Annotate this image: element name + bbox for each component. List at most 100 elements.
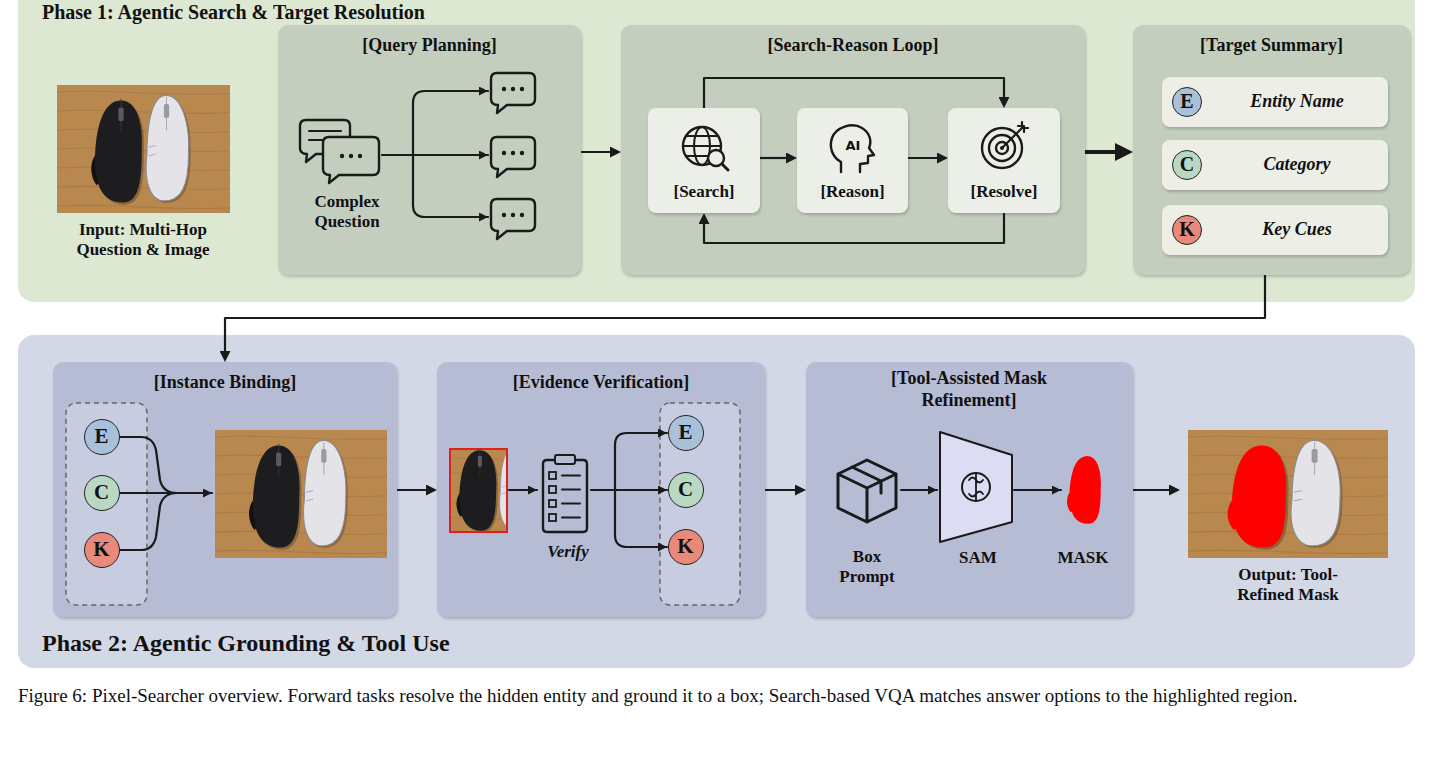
icon-part: [479, 449, 480, 475]
box-title: [Target Summary]: [1200, 35, 1343, 57]
icon-part: [121, 99, 122, 132]
text-slot: Output: Tool-Refined Mask: [1213, 565, 1363, 606]
mouse-photo: [1067, 456, 1101, 524]
icon-part: [1188, 474, 1388, 477]
text-slot: Phase 1: Agentic Search & Target Resolut…: [42, 0, 942, 24]
icon-part: [511, 213, 515, 217]
text-slot: [Resolve]: [948, 182, 1060, 202]
icon-part: [149, 97, 167, 156]
panel-heading: Phase 2: Agentic Grounding & Tool Use: [42, 629, 450, 658]
flow-arrow: [704, 78, 1004, 108]
letter-badge: E: [669, 416, 702, 449]
text-slot: [Evidence Verification]: [437, 372, 765, 394]
mouse-photo: [1178, 421, 1398, 566]
icon-part: [1188, 436, 1388, 439]
icon-part: [164, 104, 169, 118]
flow-arrow: [760, 157, 792, 159]
icon-part: [118, 107, 123, 121]
input-figure: Input: Multi-Hop Question & Image: [48, 80, 238, 275]
brain-icon: [969, 473, 983, 501]
icon-text: AI: [846, 138, 861, 154]
text-slot: C: [1172, 150, 1202, 180]
icon-part: [1294, 442, 1315, 501]
letter-circle: C: [668, 472, 704, 508]
icon-part: [340, 154, 344, 158]
icon-part: [57, 110, 230, 113]
icon-part: [57, 129, 230, 132]
text-slot: [Instance Binding]: [53, 372, 397, 394]
icon-label: MASK: [1058, 548, 1109, 568]
icon-part: [660, 403, 740, 605]
text-slot: [Search-Reason Loop]: [621, 35, 1085, 57]
caption-slot: Figure 6: Pixel-Searcher overview. Forwa…: [18, 683, 1420, 710]
icon-stroke: [120, 492, 212, 494]
stage-box: [Query Planning]Complex Question: [278, 25, 581, 275]
text-slot: Key Cues: [1212, 219, 1382, 241]
figure-caption: Figure 6: Pixel-Searcher overview. Forwa…: [18, 683, 1298, 710]
summary-row: E Entity Name: [1162, 77, 1388, 127]
icon-stroke: [722, 164, 728, 170]
flow-arrow: [908, 157, 943, 159]
icon-part: [1188, 550, 1388, 553]
text-slot: K: [1172, 215, 1202, 245]
flow-arrow: [581, 151, 616, 153]
icon-part: [206, 421, 395, 566]
phase-panel: Input: Multi-Hop Question & Image [Query …: [18, 0, 1415, 302]
step-box: [Search]: [648, 108, 760, 213]
summary-row: K Key Cues: [1162, 205, 1388, 255]
icon-part: [57, 205, 230, 208]
field-label: Category: [1264, 154, 1331, 176]
icon-part: [549, 472, 556, 479]
image-caption: Output: Tool-Refined Mask: [1213, 565, 1363, 606]
icon-part: [520, 87, 524, 91]
text-slot: MASK: [1048, 548, 1118, 568]
icon-part: [1312, 449, 1318, 463]
head-icon: [831, 125, 874, 172]
flow-arrow: [1085, 150, 1124, 154]
letter-badge: C: [1172, 150, 1202, 180]
letter-badge: E: [1172, 87, 1202, 117]
node-illustration: [278, 25, 581, 275]
letter-badge: C: [85, 476, 118, 509]
icon-stroke: [120, 437, 177, 493]
icon-part: [549, 486, 556, 493]
icon-label: SAM: [959, 548, 997, 568]
stage-box: [Search] AI [Reason] [Resolve] [Search-Reaso…: [621, 25, 1085, 275]
icon-part: [1291, 440, 1340, 546]
text-slot: [Search]: [648, 182, 760, 202]
stage-box: [Tool-Assisted Mask Refinement]Box Promp…: [806, 362, 1133, 617]
letter-badge: K: [1172, 215, 1202, 245]
text-slot: AI: [837, 136, 869, 154]
icon-part: [276, 452, 281, 466]
icon-part: [549, 514, 556, 521]
step-label: [Reason]: [820, 182, 884, 202]
icon-part: [306, 442, 324, 501]
mouse-photo: [48, 76, 238, 221]
icon-part: [57, 91, 230, 94]
flow-arrow: [1133, 489, 1175, 491]
summary-row: C Category: [1162, 140, 1388, 190]
icon-part: [520, 151, 524, 155]
letter-circle: C: [84, 475, 120, 511]
text-slot: Entity Name: [1212, 91, 1382, 113]
letter-circle: E: [668, 415, 704, 451]
icon-part: [66, 403, 147, 605]
step-label: [Search]: [673, 182, 734, 202]
icon-part: [502, 448, 516, 494]
icon-part: [1232, 445, 1286, 547]
speech-bubble: [491, 199, 535, 239]
text-slot: E: [85, 420, 118, 453]
text-slot: K: [85, 533, 118, 566]
flow-arrow: [704, 213, 1004, 243]
box-title: [Evidence Verification]: [513, 372, 689, 394]
icon-label: Box Prompt: [832, 547, 902, 588]
icon-stroke: [413, 154, 488, 156]
icon-part: [1178, 421, 1398, 566]
icon-part: [1188, 531, 1388, 534]
text-slot: [Target Summary]: [1133, 35, 1410, 57]
icon-stroke: [1002, 122, 1028, 148]
icon-part: [502, 87, 506, 91]
checklist-icon: [543, 460, 587, 532]
text-slot: Input: Multi-Hop Question & Image: [58, 220, 228, 261]
